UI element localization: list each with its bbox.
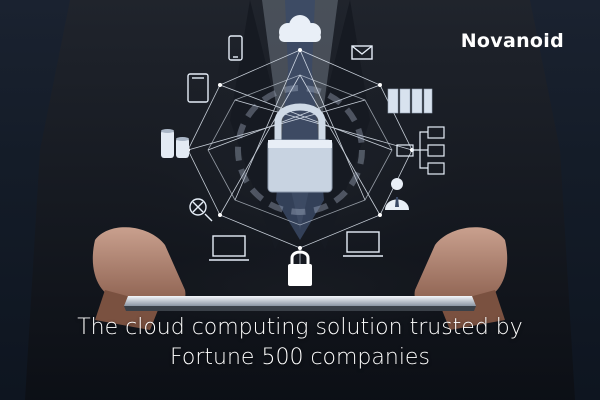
database-icon xyxy=(161,129,189,158)
server-rack-icon xyxy=(387,88,433,114)
small-padlock-icon xyxy=(288,250,312,286)
headline: The cloud computing solution trusted by … xyxy=(0,313,600,373)
laptop-icon xyxy=(343,231,383,257)
phone-icon xyxy=(228,35,243,61)
network-tree-icon xyxy=(396,126,445,175)
mail-icon xyxy=(351,45,373,60)
padlock-icon xyxy=(267,103,333,193)
brand-logo: Novanoid xyxy=(460,30,564,52)
satellite-icon xyxy=(189,198,213,222)
tablet-icon xyxy=(187,73,209,103)
headline-line-2: Fortune 500 companies xyxy=(170,345,430,370)
cloud-icon xyxy=(279,15,321,42)
laptop-icon xyxy=(209,235,249,261)
user-icon xyxy=(385,178,409,210)
headline-line-1: The cloud computing solution trusted by xyxy=(77,315,523,340)
